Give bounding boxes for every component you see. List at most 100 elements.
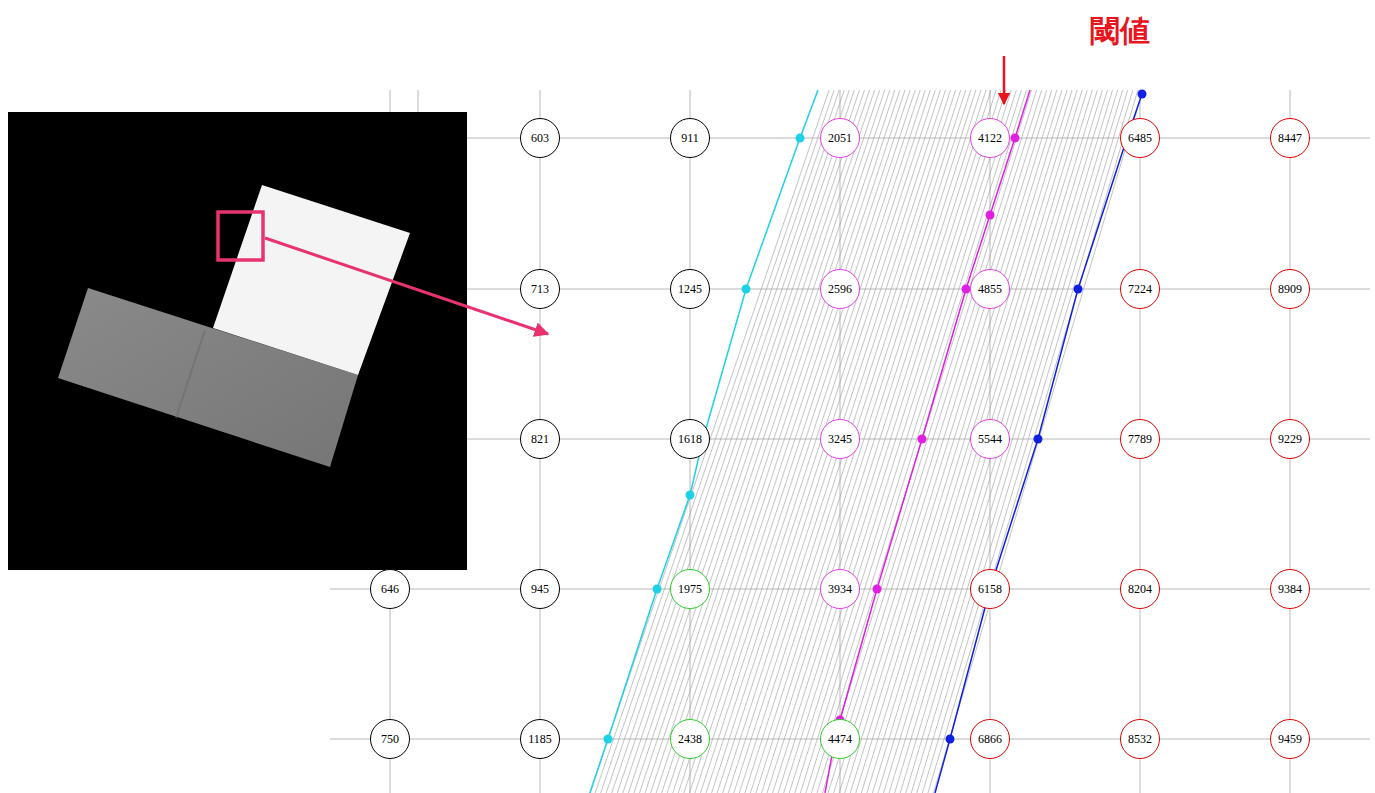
hatch-line	[906, 90, 1118, 793]
pixel-value: 603	[531, 131, 549, 146]
pixel-value-circle: 911	[670, 118, 710, 158]
hatch-line	[933, 90, 1142, 793]
pixel-value-circle: 2051	[820, 118, 860, 158]
threshold-label: 閾値	[1090, 14, 1150, 47]
pixel-value-circle: 1245	[670, 269, 710, 309]
pixel-value: 713	[531, 282, 549, 297]
hatch-line	[917, 90, 1128, 793]
hatch-line	[767, 90, 991, 793]
hatching	[590, 90, 1143, 793]
hatch-line	[861, 90, 1077, 793]
pixel-value: 8909	[1278, 282, 1302, 297]
pixel-value: 3934	[828, 582, 852, 597]
pixel-value-circle: 945	[520, 569, 560, 609]
hatch-line	[628, 90, 864, 793]
hatch-line	[667, 90, 900, 793]
hatch-line	[601, 90, 840, 793]
hatch-line	[695, 90, 925, 793]
contour-dot	[1034, 435, 1043, 444]
hatch-line	[811, 90, 1031, 793]
pixel-value-circle: 1185	[520, 719, 560, 759]
hatch-line	[928, 90, 1138, 793]
pixel-value: 8204	[1128, 582, 1152, 597]
pixel-value-circle: 646	[370, 569, 410, 609]
pixel-value-circle: 6866	[970, 719, 1010, 759]
pixel-value-circle: 8204	[1120, 569, 1160, 609]
threshold-arrow	[1003, 56, 1006, 104]
contour-dot	[946, 735, 955, 744]
pixel-value-circle: 4122	[970, 118, 1010, 158]
hatch-line	[634, 90, 870, 793]
hatch-line	[689, 90, 920, 793]
pixel-value-circle: 1975	[670, 569, 710, 609]
contour-dot	[1138, 90, 1147, 99]
pixel-grid	[330, 90, 1370, 793]
pixel-value: 750	[381, 732, 399, 747]
contour-lines	[590, 90, 1142, 793]
pixel-value-circle: 750	[370, 719, 410, 759]
pixel-value-circle: 4474	[820, 719, 860, 759]
hatch-line	[839, 90, 1057, 793]
pixel-value-circle: 8447	[1270, 118, 1310, 158]
pixel-value: 9384	[1278, 582, 1302, 597]
hatch-line	[922, 90, 1132, 793]
contour-dot	[796, 134, 805, 143]
pixel-value: 2438	[678, 732, 702, 747]
pixel-value-circle: 7789	[1120, 419, 1160, 459]
pixel-value: 4855	[978, 282, 1002, 297]
hatch-line	[795, 90, 1017, 793]
hatch-line	[778, 90, 1001, 793]
hatch-line	[717, 90, 945, 793]
pixel-value-circle: 9459	[1270, 719, 1310, 759]
hatch-line	[895, 90, 1108, 793]
hatch-line	[678, 90, 910, 793]
contour-dot	[653, 585, 662, 594]
hatch-line	[850, 90, 1067, 793]
hatch-line	[872, 90, 1087, 793]
hatch-line	[606, 90, 844, 793]
hatch-line	[762, 90, 987, 793]
hatch-line	[773, 90, 997, 793]
pixel-value-circle: 603	[520, 118, 560, 158]
hatch-line	[712, 90, 941, 793]
pixel-value-circle: 3934	[820, 569, 860, 609]
hatch-line	[800, 90, 1021, 793]
pixel-value-circle: 713	[520, 269, 560, 309]
hatch-line	[884, 90, 1098, 793]
hatch-line	[900, 90, 1112, 793]
zoom-arrow	[265, 238, 548, 334]
pixel-value: 9459	[1278, 732, 1302, 747]
contour-dot	[686, 491, 695, 500]
pixel-value: 7789	[1128, 432, 1152, 447]
pixel-value-circle: 2596	[820, 269, 860, 309]
pixel-value: 8447	[1278, 131, 1302, 146]
pixel-value-circle: 6158	[970, 569, 1010, 609]
contour-dot	[918, 435, 927, 444]
hatch-line	[867, 90, 1082, 793]
grid-line	[418, 90, 419, 112]
hatch-line	[590, 90, 830, 793]
pixel-value: 2051	[828, 131, 852, 146]
pixel-value-circle: 2438	[670, 719, 710, 759]
pixel-value-circle: 3245	[820, 419, 860, 459]
contour-dot	[1074, 285, 1083, 294]
pixel-value: 3245	[828, 432, 852, 447]
pixel-value: 646	[381, 582, 399, 597]
pixel-value: 821	[531, 432, 549, 447]
contour-dot	[604, 735, 613, 744]
pixel-value: 4474	[828, 732, 852, 747]
hatch-line	[845, 90, 1062, 793]
pixel-value: 8532	[1128, 732, 1152, 747]
pixel-value-circle: 821	[520, 419, 560, 459]
pixel-value: 1245	[678, 282, 702, 297]
pixel-value: 6158	[978, 582, 1002, 597]
contour-dot	[1011, 134, 1020, 143]
contour-dot	[986, 211, 995, 220]
pixel-value-circle: 6485	[1120, 118, 1160, 158]
pixel-value-circle: 9229	[1270, 419, 1310, 459]
pixel-value: 1618	[678, 432, 702, 447]
pixel-value-circle: 8909	[1270, 269, 1310, 309]
contour-dots	[604, 90, 1147, 744]
pixel-value: 945	[531, 582, 549, 597]
